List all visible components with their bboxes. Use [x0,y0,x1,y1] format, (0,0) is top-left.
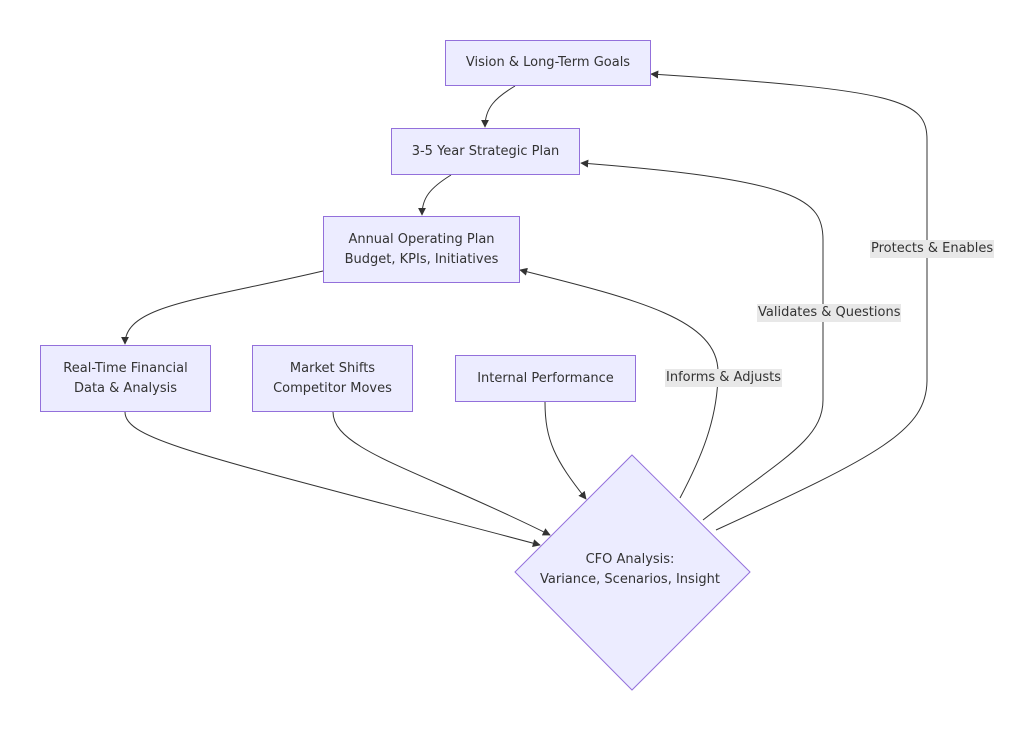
edge-annual-to-realtime [121,270,324,345]
cfo-analysis-line1: CFO Analysis: [585,552,675,567]
node-vision: Vision & Long-Term Goals [445,40,651,86]
edge-label-validates: Validates & Questions [757,304,902,322]
node-strategic-plan: 3-5 Year Strategic Plan [391,128,580,175]
node-annual-plan: Annual Operating Plan Budget, KPIs, Init… [323,216,520,283]
node-market-shifts: Market Shifts Competitor Moves [252,345,413,412]
edge-market-to-cfo [332,411,551,536]
node-market-shifts-line1: Market Shifts [289,360,376,376]
edge-strategic-to-annual [418,174,452,216]
edge-cfo-to-annual [519,267,719,499]
cfo-analysis-diamond [514,454,751,691]
cfo-analysis-line2: Variance, Scenarios, Insights [540,572,720,587]
node-annual-plan-line1: Annual Operating Plan [348,231,495,247]
edge-realtime-to-cfo [124,411,541,548]
edge-cfo-to-vision [650,70,928,531]
node-market-shifts-line2: Competitor Moves [273,380,392,396]
node-annual-plan-line2: Budget, KPIs, Initiatives [344,251,499,267]
edge-label-protects: Protects & Enables [870,240,995,258]
node-internal-performance: Internal Performance [455,355,636,402]
node-vision-label: Vision & Long-Term Goals [465,55,631,70]
node-realtime-data-line1: Real-Time Financial [63,360,188,376]
node-internal-performance-label: Internal Performance [477,370,614,386]
node-strategic-plan-label: 3-5 Year Strategic Plan [411,143,560,159]
edge-internal-to-cfo [544,401,587,500]
cfo-analysis-text: CFO Analysis: Variance, Scenarios, Insig… [540,550,720,590]
node-realtime-data-line2: Data & Analysis [73,380,177,396]
edge-vision-to-strategic [481,85,516,128]
edge-cfo-to-strategic [580,159,824,521]
node-realtime-data: Real-Time Financial Data & Analysis [40,345,211,412]
edge-label-informs: Informs & Adjusts [665,369,782,387]
